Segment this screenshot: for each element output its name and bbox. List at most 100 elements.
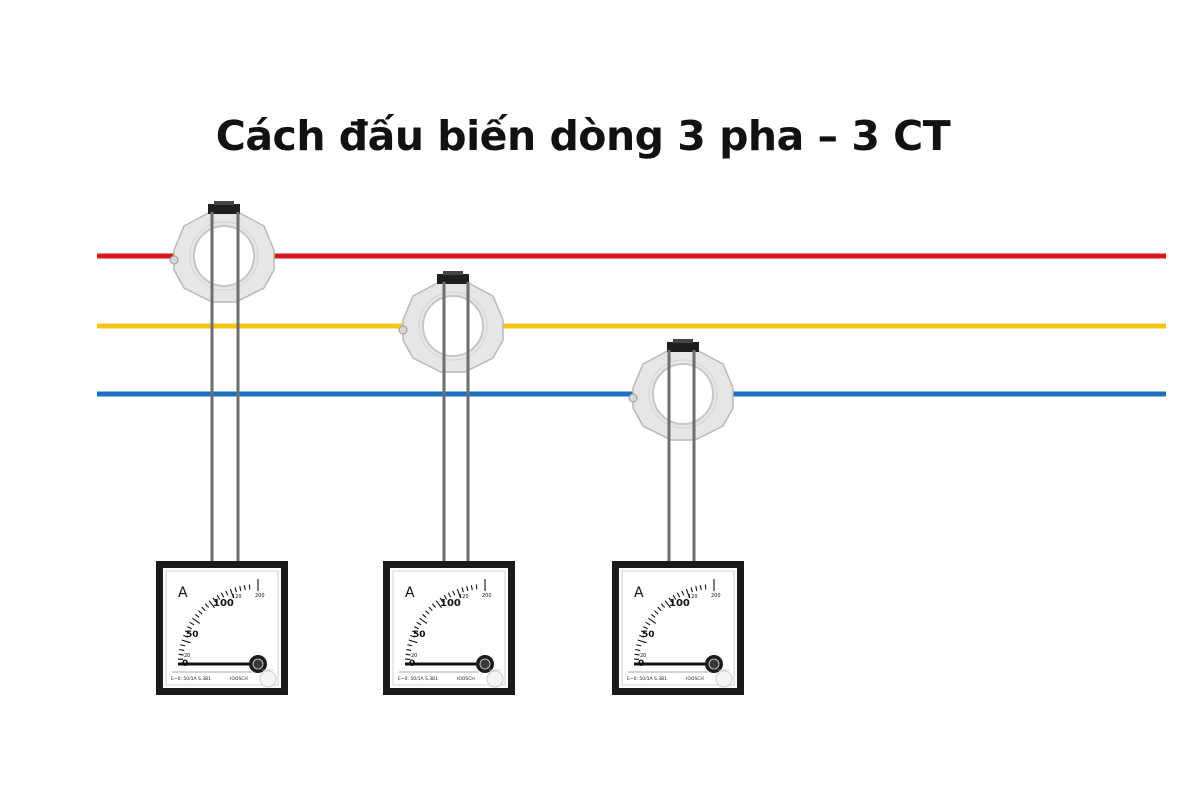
scale-tick <box>681 590 685 596</box>
scale-label-50: 50 <box>642 630 655 640</box>
scale-tick <box>685 588 690 598</box>
scale-tick <box>668 597 673 603</box>
current-transformer-3 <box>628 339 734 441</box>
scale-tick <box>421 613 427 618</box>
scale-label-120: 120 <box>459 594 469 600</box>
scale-tick <box>192 617 201 624</box>
scale-label-20: 20 <box>411 653 417 659</box>
lead-wires-2 <box>442 282 470 566</box>
scale-tick <box>212 597 217 603</box>
zero-adjust-knob-icon <box>708 658 720 670</box>
meter-spec-text: E~0: 50/1A S.3B1 <box>627 676 667 682</box>
scale-label-200: 200 <box>711 593 721 599</box>
scale-tick <box>416 621 422 626</box>
current-transformer-2 <box>398 271 504 373</box>
scale-tick <box>183 634 189 638</box>
scale-tick <box>419 617 428 624</box>
scale-label-20: 20 <box>184 653 190 659</box>
meter-spec-text: E~0: 50/1A S.3B1 <box>171 676 211 682</box>
scale-tick <box>408 639 418 644</box>
scale-tick <box>452 590 456 596</box>
scale-tick <box>466 585 469 592</box>
scale-label-200: 200 <box>482 593 492 599</box>
adjust-button-icon <box>259 670 277 688</box>
meter-spec-text: E~0: 50/1A S.3B1 <box>398 676 438 682</box>
scale-tick <box>234 587 237 593</box>
scale-tick <box>405 653 411 656</box>
scale-label-100: 100 <box>440 598 461 609</box>
scale-tick <box>406 648 412 651</box>
scale-tick <box>660 603 666 608</box>
scale-tick <box>704 584 707 590</box>
scale-label-0: 0 <box>409 659 415 669</box>
adjust-button-icon <box>486 670 504 688</box>
scale-tick <box>184 630 190 634</box>
scale-tick <box>425 610 430 615</box>
scale-tick <box>672 594 677 600</box>
scale-tick <box>639 634 645 638</box>
adjust-button-icon <box>715 670 733 688</box>
scale-tick <box>690 587 693 593</box>
scale-tick <box>181 639 191 644</box>
scale-label-50: 50 <box>186 630 199 640</box>
scale-label-100: 100 <box>213 598 234 609</box>
current-transformer-1 <box>169 201 275 303</box>
scale-tick <box>431 603 437 608</box>
scale-tick <box>428 606 433 611</box>
scale-tick <box>411 630 417 634</box>
scale-tick <box>225 590 229 596</box>
meter-brand: IOOSCH <box>457 676 475 682</box>
scale-tick <box>475 584 478 590</box>
scale-label-50: 50 <box>413 630 426 640</box>
scale-tick <box>634 653 640 656</box>
scale-tick <box>648 617 657 624</box>
scale-tick <box>239 585 242 592</box>
unit-label: A <box>178 585 188 601</box>
unit-label: A <box>634 585 644 601</box>
zero-adjust-knob-icon <box>252 658 264 670</box>
scale-tick <box>220 592 225 598</box>
lead-wires-3 <box>667 350 696 566</box>
scale-tick <box>248 584 251 590</box>
scale-tick <box>461 587 464 593</box>
scale-label-0: 0 <box>182 659 188 669</box>
scale-tick <box>204 603 210 608</box>
scale-tick <box>676 592 681 598</box>
scale-tick <box>650 613 656 618</box>
ring-current-transformer-icon <box>398 271 504 373</box>
scale-tick <box>216 594 221 600</box>
scale-label-120: 120 <box>232 594 242 600</box>
scale-label-20: 20 <box>640 653 646 659</box>
scale-label-100: 100 <box>669 598 690 609</box>
scale-tick <box>414 626 419 630</box>
scale-tick <box>439 597 444 603</box>
scale-tick <box>243 585 246 591</box>
scale-tick <box>229 588 234 598</box>
scale-tick <box>664 600 672 609</box>
scale-tick <box>443 594 448 600</box>
scale-tick <box>657 606 662 611</box>
scale-tick <box>635 648 641 651</box>
scale-tick <box>179 648 185 651</box>
scale-tick <box>695 585 698 592</box>
scale-tick <box>654 610 659 615</box>
scale-tick <box>180 644 186 647</box>
ring-current-transformer-icon <box>628 339 734 441</box>
meter-brand: IOOSCH <box>230 676 248 682</box>
scale-tick <box>643 626 648 630</box>
scale-tick <box>645 621 651 626</box>
lead-wires-1 <box>210 212 240 566</box>
diagram-title: Cách đấu biến dòng 3 pha – 3 CT <box>215 112 951 160</box>
unit-label: A <box>405 585 415 601</box>
scale-tick <box>187 626 192 630</box>
scale-label-120: 120 <box>688 594 698 600</box>
scale-tick <box>201 606 206 611</box>
scale-tick <box>189 621 195 626</box>
zero-adjust-knob-icon <box>479 658 491 670</box>
ring-current-transformer-icon <box>169 201 275 303</box>
scale-tick <box>407 644 413 647</box>
scale-tick <box>636 644 642 647</box>
scale-tick <box>640 630 646 634</box>
